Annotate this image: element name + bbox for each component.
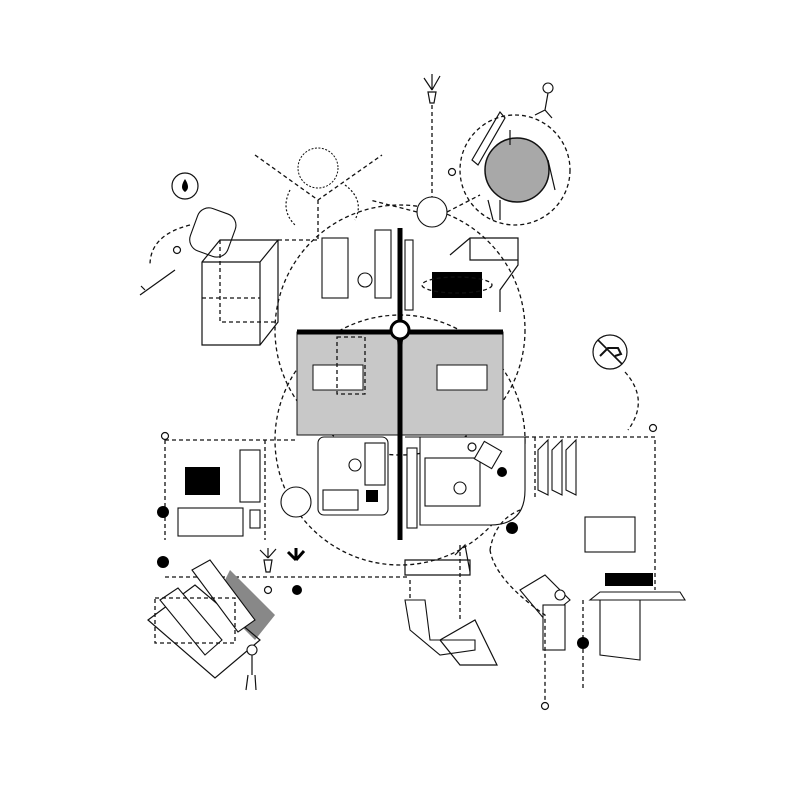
isometric-sofa-bottom [404,599,476,656]
central-core [296,228,504,540]
dining-table [432,272,482,298]
kitchen-island [321,237,349,299]
curved-arrow [624,371,639,431]
wardrobe [406,447,418,529]
shelf [239,449,261,503]
bed-left [364,442,386,486]
node-circle [416,196,448,228]
person-body [245,655,257,691]
cross-marker [160,431,170,441]
cross-marker [447,167,457,177]
bathtub [189,207,237,258]
tree-icon [297,147,339,189]
rug-bottom [439,619,498,666]
water-drop-icon [171,172,199,200]
nightstand [366,490,378,502]
cross-marker [263,585,273,595]
person-icon [246,644,258,656]
kitchen-counter [374,229,392,299]
person-icon [554,589,566,601]
side-table [249,509,261,529]
kitchen-tall-unit [404,239,414,311]
bed-right [424,457,481,507]
person-icon [542,82,554,94]
table-right [436,364,488,391]
isometric-cabinet [191,559,256,633]
sofa [177,507,244,537]
black-dot [497,467,507,477]
dashed-area-left [336,336,366,395]
dashed-path [489,549,584,700]
chair [487,130,556,221]
curved-arrow [149,224,191,266]
black-dot [577,637,589,649]
cross-marker [648,423,658,433]
no-dogs-icon [592,334,628,370]
bed-far-right [584,516,636,553]
dining-bench-oval [421,276,493,294]
round-table [484,137,550,203]
person-lying [139,269,176,296]
armchair [473,440,503,470]
person-icon [453,481,467,495]
person-icon [348,458,362,472]
plant-icon [286,548,306,562]
dashed-guides [409,545,461,620]
person-icon [357,272,373,288]
bed-isometric [588,591,686,661]
desk [542,604,566,651]
plant-icon [259,548,277,573]
connector-line [446,194,481,213]
tree-shadow [285,184,359,226]
connector-line [369,199,418,213]
black-dot [506,522,518,534]
core-node [389,319,411,341]
folding-screen [537,438,577,496]
cross-marker [540,701,550,711]
dashed-area [154,597,236,644]
dog-shape [599,347,623,357]
wall-mirror [471,110,506,166]
cross-marker [172,245,182,255]
cross-marker [467,442,477,452]
plant-icon [423,74,441,104]
person-body [534,92,553,119]
dining-zone-circle [459,114,571,226]
no-sign-slash [597,339,623,365]
tv [185,467,220,495]
black-dot [157,556,169,568]
node-circle [280,486,312,518]
counter-isometric [449,237,519,312]
isometric-sofa [159,587,223,656]
table-left [312,364,364,391]
water-drop [182,179,188,192]
right-zone-outline [489,436,656,590]
bench-black [605,573,653,586]
sofa-small [322,489,359,511]
black-dot [292,585,302,595]
living-room-outline [164,439,410,578]
seated-person [404,543,471,576]
bathroom-dashed [202,240,278,323]
black-dot [157,506,169,518]
